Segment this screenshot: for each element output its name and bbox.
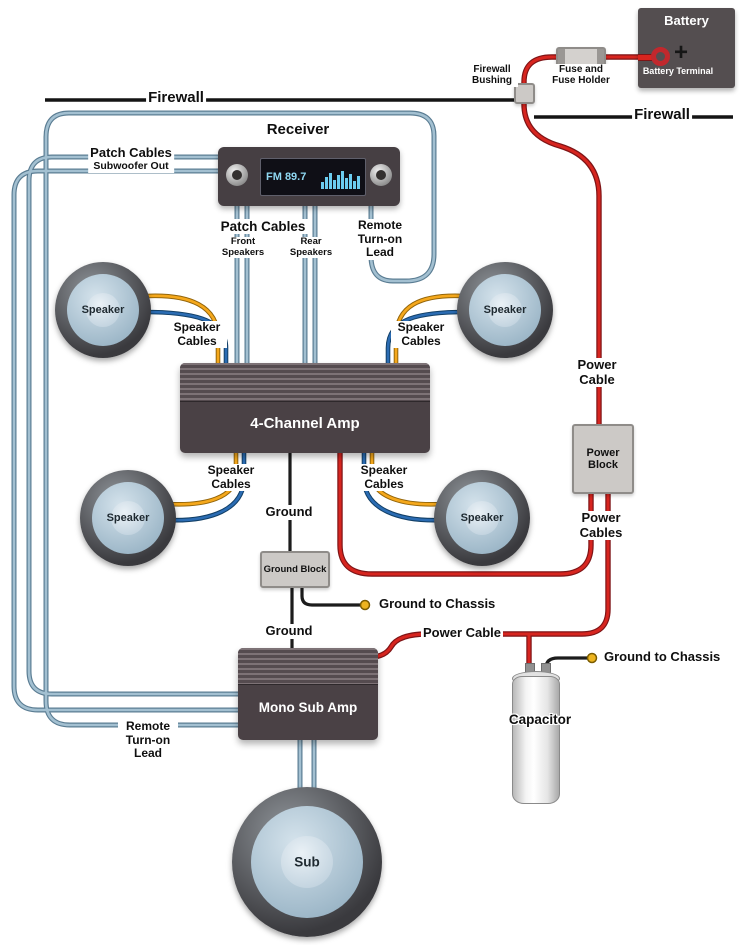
power-cables-label: Power Cables (574, 510, 628, 541)
speaker-cables-label-rl: Speaker Cables (201, 463, 261, 492)
speaker-dustcap (111, 501, 145, 535)
capacitor (512, 676, 560, 804)
heatsink-fins (238, 648, 378, 685)
speaker-front-left: Speaker (55, 262, 151, 358)
speaker-rear-right: Speaker (434, 470, 530, 566)
firewall-label-left: Firewall (146, 89, 206, 107)
patch-cables-title: Patch Cables (90, 145, 172, 160)
speaker-label: Speaker (483, 304, 527, 316)
battery: Battery + Battery Terminal (638, 8, 735, 88)
speaker-dustcap (488, 293, 522, 327)
plus-sign: + (674, 39, 689, 66)
speaker-cables-label-rr: Speaker Cables (354, 463, 414, 492)
power-cable-label-right: Power Cable (571, 357, 623, 388)
tuning-knob-icon (370, 164, 392, 186)
speaker-cables-label-fl: Speaker Cables (167, 320, 227, 349)
speaker-dustcap (281, 836, 333, 888)
subwoofer-label: Sub (294, 854, 320, 870)
ground-label-upper: Ground (263, 504, 315, 520)
speaker-label: Speaker (460, 512, 504, 524)
spectrum-bars-icon (321, 171, 360, 189)
ground-wire-to-chassis (300, 582, 360, 607)
battery-title: Battery (664, 13, 709, 28)
receiver-display: FM 89.7 (260, 158, 366, 196)
remote-turn-on-lead-bottom-label: Remote Turn-on Lead (118, 719, 178, 761)
ground-to-chassis-label-cap: Ground to Chassis (602, 649, 723, 665)
speaker-dustcap (465, 501, 499, 535)
speaker-dustcap (86, 293, 120, 327)
speaker-label: Speaker (106, 512, 150, 524)
volume-knob-icon (226, 164, 248, 186)
ring-terminal-icon (586, 652, 598, 664)
patch-cables-subwoofer-label: Patch Cables Subwoofer Out (88, 145, 174, 173)
ground-wires (288, 450, 588, 676)
receiver-title: Receiver (264, 121, 332, 139)
four-channel-amp: 4-Channel Amp (180, 363, 430, 453)
patch-cables-bottom-label: Patch Cables (218, 219, 308, 235)
fuse-holder-label: Fuse and Fuse Holder (549, 64, 613, 87)
firewall-bushing-label: Firewall Bushing (466, 64, 518, 87)
firewall-label-right: Firewall (632, 106, 692, 124)
speaker-front-right: Speaker (457, 262, 553, 358)
speaker-label: Speaker (81, 304, 125, 316)
ground-label-lower: Ground (263, 623, 315, 639)
firewall-bushing (514, 83, 535, 104)
heatsink-fins (180, 363, 430, 402)
receiver: FM 89.7 (218, 147, 400, 206)
ground-to-chassis-label-mid: Ground to Chassis (377, 596, 498, 612)
battery-cable-stub (638, 54, 653, 61)
power-cable-label-mid: Power Cable (420, 625, 504, 641)
subwoofer: Sub (232, 787, 382, 937)
ground-block: Ground Block (260, 551, 330, 588)
four-channel-amp-label: 4-Channel Amp (250, 415, 360, 432)
battery-terminal-icon (651, 47, 670, 66)
speaker-cables-label-fr: Speaker Cables (391, 320, 451, 349)
rear-speakers-label: Rear Speakers (286, 236, 336, 259)
remote-turn-on-lead-top-label: Remote Turn-on Lead (351, 218, 409, 260)
ring-terminal-icon (359, 599, 371, 611)
frequency-readout: FM 89.7 (266, 171, 307, 183)
speaker-rear-left: Speaker (80, 470, 176, 566)
battery-terminal-label: Battery Terminal (642, 66, 714, 76)
front-speakers-label: Front Speakers (218, 236, 268, 259)
subwoofer-out-subtitle: Subwoofer Out (93, 159, 169, 172)
power-block: Power Block (572, 424, 634, 494)
capacitor-label: Capacitor (508, 712, 572, 727)
mono-sub-amp: Mono Sub Amp (238, 648, 378, 740)
mono-sub-amp-label: Mono Sub Amp (258, 700, 358, 715)
